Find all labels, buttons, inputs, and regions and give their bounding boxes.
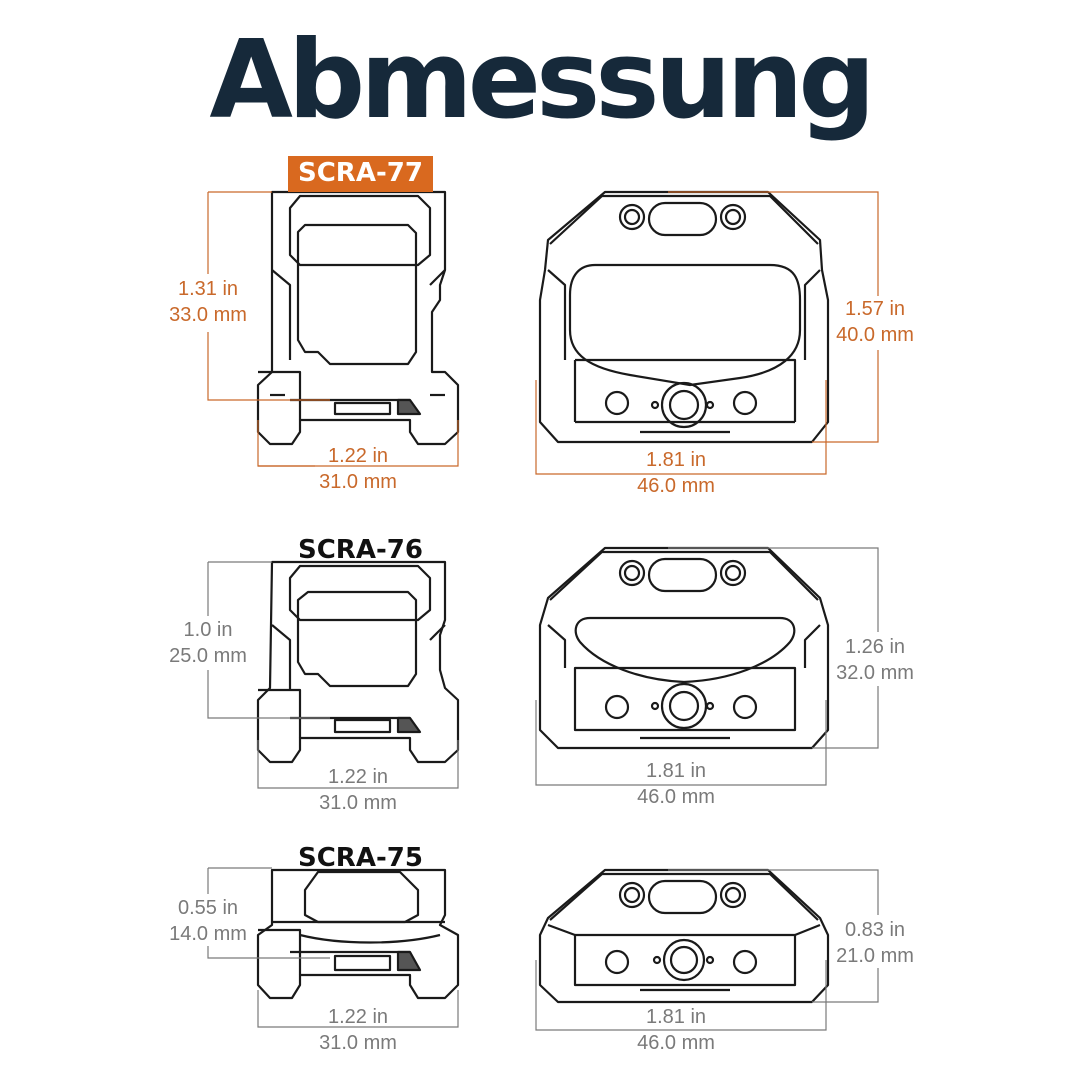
dimension-inch: 1.57 in [844,298,906,320]
dimension-mm: 46.0 mm [637,475,715,497]
dimension-mm: 40.0 mm [836,324,914,346]
scra-75-front-view [538,868,830,1004]
dimension-inch: 1.31 in [177,278,239,300]
dimension-inch: 1.22 in [327,1006,389,1028]
scra-77-front-width: 1.81 in 46.0 mm [616,447,736,499]
scra-77-side-height: 1.31 in 33.0 mm [148,276,268,328]
dimension-mm: 14.0 mm [169,923,247,945]
scra-75-front-height: 0.83 in 21.0 mm [820,917,930,969]
scra-76-dimension-lines [207,547,879,789]
scra-76-front-width: 1.81 in 46.0 mm [616,758,736,810]
dimension-inch: 1.22 in [327,445,389,467]
dimension-mm: 31.0 mm [319,1032,397,1054]
model-label-scra-76: SCRA-76 [298,535,423,565]
dimension-inch: 0.83 in [844,919,906,941]
scra-76-side-view [256,560,460,764]
dimension-inch: 1.22 in [327,766,389,788]
dimension-mm: 46.0 mm [637,786,715,808]
scra-75-side-height: 0.55 in 14.0 mm [148,895,268,947]
scra-76-side-height: 1.0 in 25.0 mm [148,617,268,669]
dimension-inch: 1.81 in [645,760,707,782]
dimension-mm: 32.0 mm [836,662,914,684]
scra-76-front-view [538,546,830,750]
dimension-inch: 1.81 in [645,1006,707,1028]
model-label-scra-77: SCRA-77 [288,156,433,192]
dimension-mm: 31.0 mm [319,471,397,493]
dimension-mm: 31.0 mm [319,792,397,814]
scra-76-front-height: 1.26 in 32.0 mm [820,634,930,686]
dimension-inch: 1.81 in [645,449,707,471]
dimension-mm: 25.0 mm [169,645,247,667]
scra-77-side-view [256,190,460,446]
scra-77-dimension-lines [207,191,879,475]
scra-75-dimension-lines [207,867,879,1031]
dimension-inch: 0.55 in [177,897,239,919]
dimension-mm: 33.0 mm [169,304,247,326]
scra-77-side-width: 1.22 in 31.0 mm [298,443,418,495]
dimension-inch: 1.26 in [844,636,906,658]
scra-77-front-view [538,190,830,444]
scra-76-side-width: 1.22 in 31.0 mm [298,764,418,816]
scra-75-front-width: 1.81 in 46.0 mm [616,1004,736,1056]
dimension-mm: 21.0 mm [836,945,914,967]
model-label-scra-75: SCRA-75 [298,843,423,873]
page-title: Abmessung [209,18,875,143]
scra-75-side-width: 1.22 in 31.0 mm [298,1004,418,1056]
dimension-inch: 1.0 in [183,619,233,641]
scra-75-side-view [256,868,460,1000]
scra-77-front-height: 1.57 in 40.0 mm [820,296,930,348]
dimension-mm: 46.0 mm [637,1032,715,1054]
